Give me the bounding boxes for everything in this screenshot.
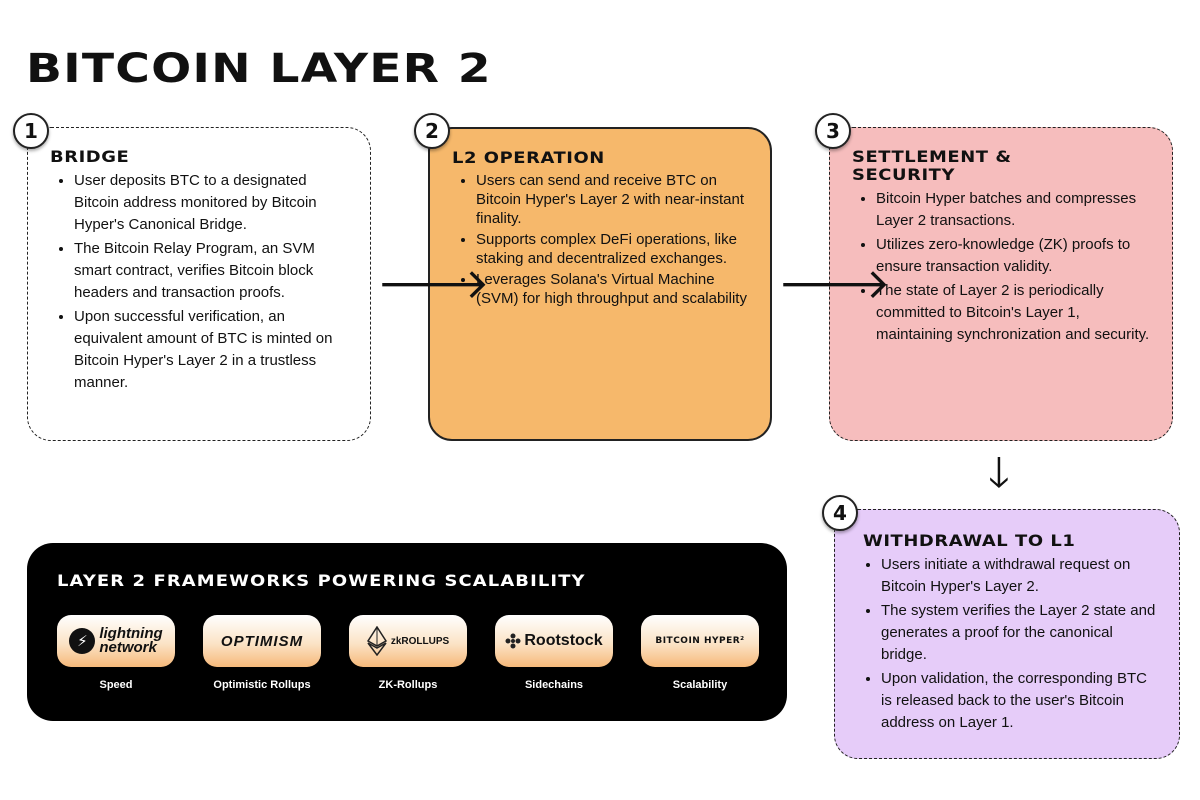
framework-item-optimism: OPTIMISM Optimistic Rollups [203,615,321,691]
framework-label: Scalability [672,679,728,691]
framework-item-lightning: ⚡ lightning network Speed [57,615,175,691]
step-bullet: Bitcoin Hyper batches and compresses Lay… [876,188,1150,232]
framework-logo: Rootstock [495,615,613,667]
framework-item-rootstock: Rootstock Sidechains [495,615,613,691]
rootstock-icon [505,633,521,649]
frameworks-panel: LAYER 2 FRAMEWORKS POWERING SCALABILITY … [27,543,787,721]
logo-text: OPTIMISM [220,632,304,650]
framework-label: Speed [99,679,133,691]
step-bullet: Utilizes zero-knowledge (ZK) proofs to e… [876,234,1150,278]
step-number-badge: 2 [414,113,450,149]
step-bullet: The state of Layer 2 is periodically com… [876,280,1150,346]
logo-text: BITCOIN HYPER² [655,636,745,646]
ethereum-icon [366,626,387,656]
framework-logo: OPTIMISM [203,615,321,667]
step-bullet: Users initiate a withdrawal request on B… [881,554,1157,598]
arrow-right-icon: 🡒 [778,259,891,308]
step-heading-line: SETTLEMENT & [852,147,1012,166]
step-number-badge: 1 [13,113,49,149]
step-heading-line: SECURITY [852,165,956,184]
step-card-settlement-security: SETTLEMENT & SECURITY Bitcoin Hyper batc… [829,127,1173,441]
framework-logo: zkROLLUPS [349,615,467,667]
logo-text: network [99,639,157,656]
page-title: BITCOIN LAYER 2 [26,46,492,92]
step-bullet: The Bitcoin Relay Program, an SVM smart … [74,238,348,304]
step-bullet-list: Users initiate a withdrawal request on B… [857,554,1157,734]
framework-label: ZK-Rollups [378,679,438,691]
step-card-bridge: BRIDGE User deposits BTC to a designated… [27,127,371,441]
step-number-badge: 3 [815,113,851,149]
framework-item-bitcoin-hyper: BITCOIN HYPER² Scalability [641,615,759,691]
logo-text: Rootstock [524,632,603,649]
frameworks-title: LAYER 2 FRAMEWORKS POWERING SCALABILITY [57,571,586,590]
step-bullet: Upon validation, the corresponding BTC i… [881,668,1157,734]
logo-text: lightning [99,625,163,642]
logo-text: zkROLLUPS [390,635,450,647]
step-heading: L2 OPERATION [452,148,605,167]
step-bullet-list: User deposits BTC to a designated Bitcoi… [50,170,348,394]
arrow-right-icon: 🡒 [377,259,490,308]
framework-item-zkrollups: zkROLLUPS ZK-Rollups [349,615,467,691]
step-card-l2-operation: L2 OPERATION Users can send and receive … [428,127,772,441]
step-bullet: Supports complex DeFi operations, like s… [476,230,748,268]
step-heading: WITHDRAWAL TO L1 [863,531,1076,550]
step-bullet: The system verifies the Layer 2 state an… [881,600,1157,666]
step-heading: SETTLEMENT & SECURITY [852,148,1186,184]
framework-logo: ⚡ lightning network [57,615,175,667]
lightning-bolt-icon: ⚡ [69,628,96,654]
step-bullet: Users can send and receive BTC on Bitcoi… [476,171,748,228]
step-bullet-list: Users can send and receive BTC on Bitcoi… [452,171,748,308]
step-heading: BRIDGE [50,147,130,166]
step-bullet: Upon successful verification, an equival… [74,306,348,394]
step-bullet: Leverages Solana's Virtual Machine (SVM)… [476,270,748,308]
step-card-withdrawal: WITHDRAWAL TO L1 Users initiate a withdr… [834,509,1180,759]
step-bullet-list: Bitcoin Hyper batches and compresses Lay… [852,188,1150,346]
arrow-down-icon: 🡓 [988,448,1010,497]
framework-label: Optimistic Rollups [213,679,311,691]
framework-label: Sidechains [524,679,584,691]
framework-logo: BITCOIN HYPER² [641,615,759,667]
step-number-badge: 4 [822,495,858,531]
step-bullet: User deposits BTC to a designated Bitcoi… [74,170,348,236]
